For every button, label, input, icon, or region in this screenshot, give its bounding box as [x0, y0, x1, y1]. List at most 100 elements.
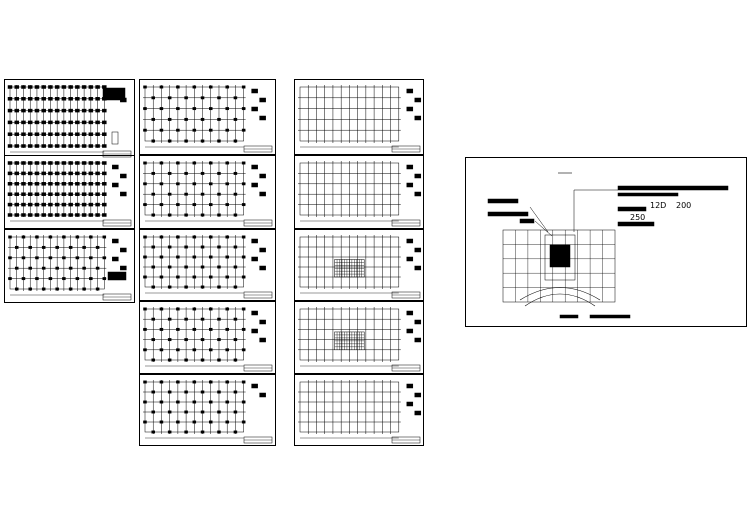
column-mark	[82, 266, 86, 270]
column-mark	[14, 213, 19, 217]
column-mark	[27, 213, 33, 217]
column-mark	[95, 287, 100, 291]
column-mark	[75, 192, 80, 196]
column-mark	[200, 410, 205, 414]
column-mark	[209, 235, 213, 239]
column-mark	[41, 202, 46, 207]
column-mark	[225, 275, 229, 279]
sheet-col3-2	[294, 155, 424, 229]
column-mark	[184, 338, 188, 342]
column-mark	[176, 85, 180, 89]
column-mark	[225, 161, 229, 165]
column-mark	[35, 235, 39, 239]
side-note-block	[120, 247, 127, 253]
column-mark	[14, 245, 19, 249]
column-mark	[54, 202, 60, 207]
column-mark	[75, 235, 80, 239]
column-mark	[7, 132, 13, 136]
column-mark	[151, 171, 155, 175]
column-mark	[7, 213, 13, 217]
column-mark	[200, 171, 205, 175]
column-mark	[34, 108, 40, 113]
column-mark	[167, 265, 172, 269]
column-mark	[225, 420, 229, 424]
annotation-bar	[617, 185, 729, 191]
column-mark	[75, 120, 80, 125]
column-mark	[95, 192, 100, 196]
column-mark	[14, 202, 19, 207]
column-mark	[68, 266, 73, 270]
column-mark	[88, 171, 94, 176]
column-mark	[21, 85, 26, 89]
column-mark	[54, 171, 60, 176]
column-mark	[241, 307, 246, 311]
column-mark	[27, 120, 33, 125]
column-mark	[102, 108, 107, 113]
column-mark	[241, 348, 246, 352]
column-mark	[209, 182, 213, 186]
column-mark	[88, 161, 94, 165]
side-note-block	[251, 383, 258, 389]
column-mark	[102, 132, 107, 136]
column-mark	[200, 317, 205, 321]
column-mark	[34, 97, 40, 101]
side-note-block	[406, 401, 414, 407]
column-mark	[88, 132, 94, 136]
column-mark	[21, 182, 26, 186]
column-mark	[48, 277, 53, 281]
column-mark	[241, 255, 246, 259]
column-mark	[21, 108, 26, 113]
column-mark	[95, 132, 100, 136]
column-mark	[81, 182, 87, 186]
column-mark	[75, 85, 80, 89]
column-mark	[54, 192, 60, 196]
column-mark	[41, 161, 46, 165]
column-mark	[167, 139, 172, 143]
column-mark	[88, 108, 94, 113]
column-mark	[81, 171, 87, 176]
column-mark	[68, 287, 73, 291]
column-mark	[95, 266, 100, 270]
column-mark	[68, 85, 73, 89]
column-mark	[167, 338, 172, 342]
column-mark	[192, 420, 197, 424]
column-mark	[21, 256, 26, 260]
column-mark	[225, 203, 229, 207]
column-mark	[159, 400, 164, 404]
column-mark	[167, 358, 172, 362]
column-mark	[225, 327, 229, 331]
column-mark	[68, 202, 73, 207]
side-note-block	[259, 337, 266, 343]
column-mark	[34, 144, 40, 148]
side-note-block	[414, 265, 422, 271]
column-mark	[27, 97, 33, 101]
dimension-note	[559, 314, 579, 319]
column-mark	[176, 107, 180, 111]
column-mark	[41, 266, 46, 270]
column-mark	[14, 85, 19, 89]
column-mark	[102, 144, 107, 148]
column-mark	[233, 338, 238, 342]
side-note-block	[112, 164, 119, 170]
column-mark	[200, 285, 205, 289]
sheet-col3-5	[294, 374, 424, 446]
column-mark	[192, 107, 197, 111]
column-mark	[217, 139, 221, 143]
column-mark	[233, 410, 238, 414]
column-mark	[41, 287, 46, 291]
column-mark	[54, 108, 60, 113]
column-mark	[14, 161, 19, 165]
detail-spec-line-2: 250	[630, 213, 646, 222]
column-mark	[241, 128, 246, 132]
column-mark	[217, 338, 221, 342]
side-note-block	[251, 106, 258, 112]
column-mark	[151, 390, 155, 394]
column-mark	[217, 192, 221, 196]
column-mark	[7, 97, 13, 101]
column-mark	[48, 192, 53, 196]
column-mark	[68, 108, 73, 113]
side-note-block	[414, 319, 422, 325]
side-note-block	[259, 247, 266, 253]
sheet-col3-1	[294, 79, 424, 155]
column-mark	[88, 192, 94, 196]
